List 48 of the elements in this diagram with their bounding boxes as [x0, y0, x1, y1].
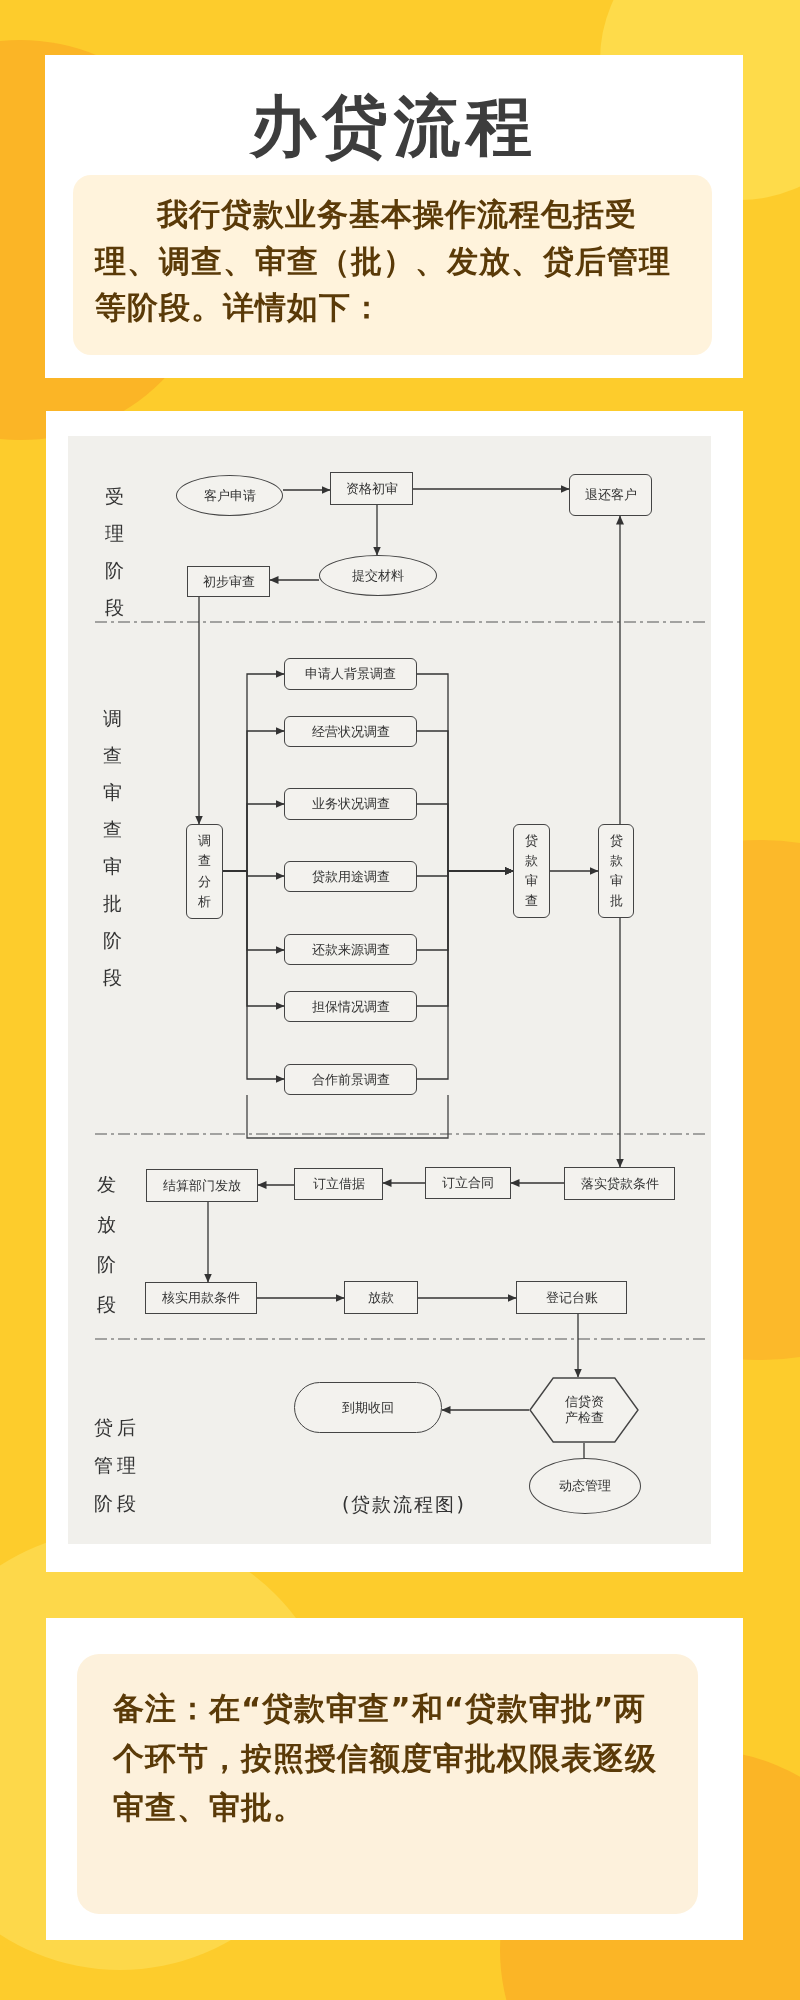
process-box: 订立借据 [294, 1168, 383, 1200]
process-box: 登记台账 [516, 1281, 627, 1314]
stage-label: 发放阶段 [95, 1172, 117, 1317]
connector-line [583, 1442, 585, 1459]
arrow [382, 1179, 426, 1187]
arrow [510, 1179, 565, 1187]
rounded-box: 业务状况调查 [284, 788, 417, 820]
hexagon-box: 信贷资产检查 [529, 1377, 639, 1443]
arrow [256, 1294, 345, 1302]
arrow [574, 1313, 582, 1378]
process-box: 初步审查 [187, 566, 270, 597]
rounded-box: 担保情况调查 [284, 991, 417, 1022]
arrow [257, 1181, 295, 1189]
process-box: 调查分析 [186, 824, 223, 919]
process-box: 资格初审 [330, 472, 413, 505]
stage-label: 受理阶段 [103, 484, 125, 621]
title: 办贷流程 [248, 87, 539, 167]
stage-label: 调查审查审批阶段 [101, 706, 123, 991]
rounded-box: 贷款用途调查 [284, 861, 417, 892]
arrow [616, 917, 624, 1168]
rounded-box: 合作前景调查 [284, 1064, 417, 1095]
arrow [195, 596, 203, 825]
rounded-box: 申请人背景调查 [284, 658, 417, 690]
caption: (贷款流程图) [341, 1492, 467, 1517]
intro-box: 我行贷款业务基本操作流程包括受理、调查、审查（批）、发放、贷后管理等阶段。详情如下： [73, 175, 712, 355]
arrow [441, 1406, 530, 1414]
rounded-box: 经营状况调查 [284, 716, 417, 747]
arrow [412, 485, 570, 493]
terminal-box: 到期收回 [294, 1382, 442, 1433]
note-box: 备注：在“贷款审查”和“贷款审批”两个环节，按照授信额度审批权限表逐级审查、审批。 [77, 1654, 698, 1914]
process-box: 结算部门发放 [146, 1169, 258, 1202]
process-box: 核实用款条件 [145, 1282, 257, 1314]
process-box: 落实贷款条件 [564, 1167, 675, 1200]
arrow [269, 576, 320, 584]
arrow [549, 867, 599, 875]
arrow [282, 486, 331, 494]
arrow [373, 504, 381, 556]
process-box: 贷款审查 [513, 824, 550, 918]
process-box: 贷款审批 [598, 824, 634, 918]
arrow [204, 1201, 212, 1283]
rounded-box: 还款来源调查 [284, 934, 417, 965]
stage-label: 贷后管理阶段 [94, 1415, 140, 1516]
process-box: 订立合同 [425, 1167, 511, 1199]
arrow [417, 1294, 517, 1302]
rounded-box: 退还客户 [569, 474, 652, 516]
process-box: 放款 [344, 1281, 418, 1314]
arrow [616, 515, 624, 825]
arrow [222, 870, 285, 1083]
